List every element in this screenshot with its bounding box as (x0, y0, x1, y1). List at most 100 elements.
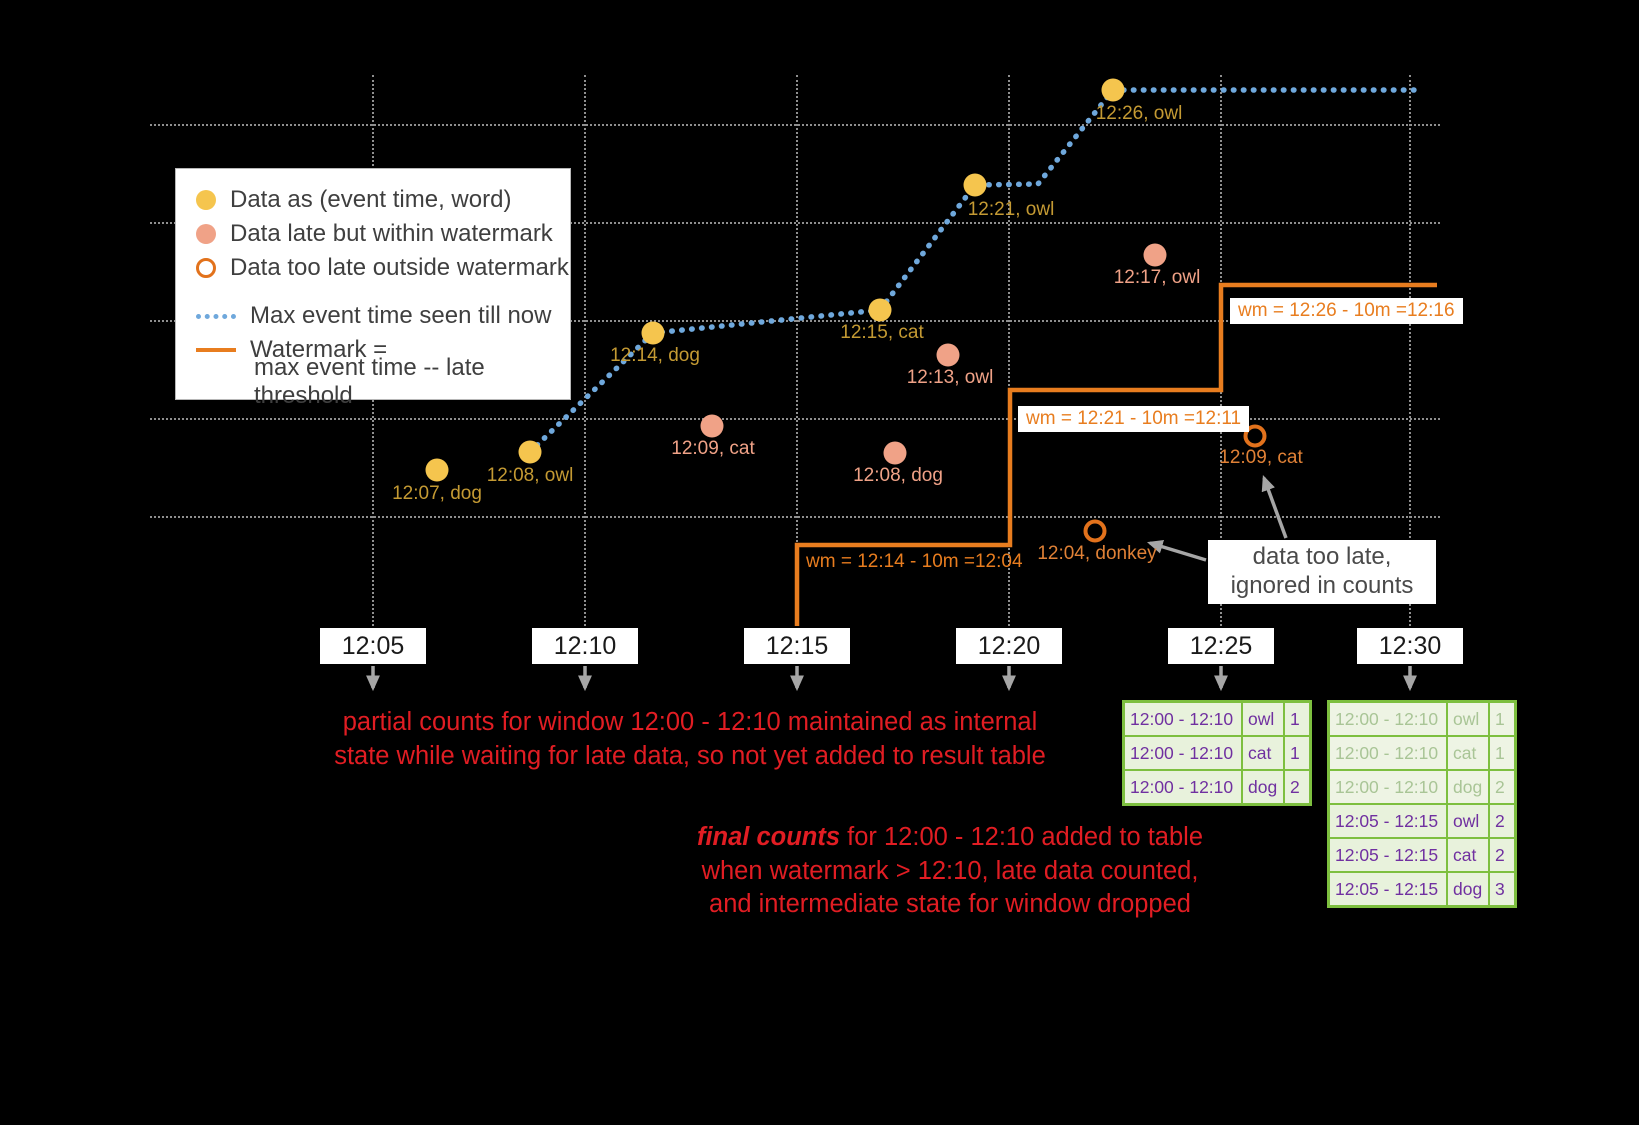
vertical-gridline (1008, 75, 1010, 626)
vertical-gridline (584, 75, 586, 626)
data-point-ontime (1101, 78, 1125, 102)
window-cell: 12:00 - 12:10 (1122, 700, 1243, 737)
data-point-ontime (518, 440, 542, 464)
data-point-ontime (425, 458, 449, 482)
word-cell: owl (1446, 803, 1490, 839)
watermark-value-label: wm = 12:14 - 10m =12:04 (806, 551, 1023, 572)
legend: Data as (event time, word) Data late but… (175, 168, 571, 409)
window-cell: 12:00 - 12:10 (1122, 735, 1243, 771)
legend-item-ontime: Data as (event time, word) (196, 183, 570, 217)
data-point-label: 12:09, cat (671, 438, 755, 459)
too-late-callout-line2: ignored in counts (1230, 572, 1414, 599)
window-cell: 12:00 - 12:10 (1327, 735, 1448, 771)
legend-label: Watermark = (250, 336, 388, 363)
window-cell: 12:05 - 12:15 (1327, 871, 1448, 908)
late-dot-icon (196, 224, 216, 244)
legend-item-toolate: Data too late outside watermark (196, 251, 570, 285)
horizontal-gridline (150, 124, 1440, 126)
final-counts-line1-rest: for 12:00 - 12:10 added to table (840, 823, 1204, 851)
data-point-label: 12:17, owl (1113, 267, 1201, 288)
data-point-label: 12:15, cat (840, 322, 924, 343)
horizontal-gridline (150, 516, 1440, 518)
solid-line-icon (196, 348, 236, 352)
toolate-ring-icon (196, 258, 216, 278)
watermark-value-label: wm = 12:21 - 10m =12:11 (1018, 406, 1250, 432)
data-point-ontime (641, 321, 665, 345)
count-cell: 2 (1283, 769, 1312, 806)
count-cell: 2 (1488, 837, 1517, 873)
final-counts-emphasis: final counts (696, 823, 841, 851)
data-point-label: 12:08, owl (486, 465, 574, 486)
word-cell: owl (1446, 700, 1490, 737)
partial-counts-line1: partial counts for window 12:00 - 12:10 … (342, 708, 1038, 736)
data-point-label: 12:26, owl (1095, 103, 1183, 124)
legend-label: max event time -- late threshold (254, 354, 485, 409)
final-counts-line1: final counts for 12:00 - 12:10 added to … (660, 821, 1240, 855)
data-point-toolate (1243, 424, 1267, 448)
partial-counts-line2: state while waiting for late data, so no… (334, 741, 1046, 770)
time-axis-label: 12:30 (1357, 628, 1463, 664)
word-cell: owl (1241, 700, 1285, 737)
data-point-toolate (1083, 519, 1107, 543)
word-cell: cat (1241, 735, 1285, 771)
final-counts-line3: and intermediate state for window droppe… (709, 890, 1191, 919)
too-late-callout-line1: data too late, (1252, 543, 1392, 571)
time-axis-label: 12:15 (744, 628, 850, 664)
legend-item-late: Data late but within watermark (196, 217, 570, 251)
vertical-gridline (796, 75, 798, 626)
count-cell: 2 (1488, 803, 1517, 839)
count-cell: 3 (1488, 871, 1517, 908)
dotted-line-icon (196, 313, 236, 319)
data-point-label: 12:13, owl (906, 367, 994, 388)
time-axis-label: 12:05 (320, 628, 426, 664)
window-cell: 12:00 - 12:10 (1327, 700, 1448, 737)
too-late-callout: data too late, ignored in counts (1208, 540, 1436, 604)
word-cell: dog (1446, 769, 1490, 805)
window-cell: 12:05 - 12:15 (1327, 837, 1448, 873)
data-point-ontime (868, 298, 892, 322)
data-point-label: 12:04, donkey (1037, 543, 1157, 564)
ontime-dot-icon (196, 190, 216, 210)
legend-item-watermark-line2: max event time -- late threshold (254, 354, 570, 409)
watermark-value-label: wm = 12:26 - 10m =12:16 (1230, 298, 1463, 324)
data-point-label: 12:21, owl (967, 199, 1055, 220)
count-cell: 1 (1283, 735, 1312, 771)
final-counts-note: final counts for 12:00 - 12:10 added to … (660, 821, 1240, 922)
time-axis-label: 12:20 (956, 628, 1062, 664)
data-point-label: 12:09, cat (1219, 447, 1303, 468)
data-point-ontime (963, 173, 987, 197)
data-point-late (936, 343, 960, 367)
word-cell: dog (1446, 871, 1490, 908)
legend-label: Data late but within watermark (230, 220, 553, 247)
count-cell: 1 (1488, 735, 1517, 771)
data-point-late (883, 441, 907, 465)
data-point-late (700, 414, 724, 438)
time-axis-label: 12:10 (532, 628, 638, 664)
legend-label: Data too late outside watermark (230, 254, 569, 281)
window-cell: 12:00 - 12:10 (1122, 769, 1243, 806)
data-point-label: 12:07, dog (392, 483, 482, 504)
legend-label: Max event time seen till now (250, 302, 552, 329)
partial-counts-note: partial counts for window 12:00 - 12:10 … (310, 706, 1070, 773)
legend-item-watermark: Watermark = (196, 333, 570, 367)
window-cell: 12:00 - 12:10 (1327, 769, 1448, 805)
legend-label: Data as (event time, word) (230, 186, 512, 213)
too-late-pointer-arrow (1146, 539, 1207, 562)
too-late-pointer-arrow (1261, 475, 1288, 539)
data-point-label: 12:08, dog (853, 465, 943, 486)
final-counts-line2: when watermark > 12:10, late data counte… (701, 856, 1199, 885)
legend-item-max-event-time: Max event time seen till now (196, 299, 570, 333)
count-cell: 1 (1488, 700, 1517, 737)
count-cell: 2 (1488, 769, 1517, 805)
